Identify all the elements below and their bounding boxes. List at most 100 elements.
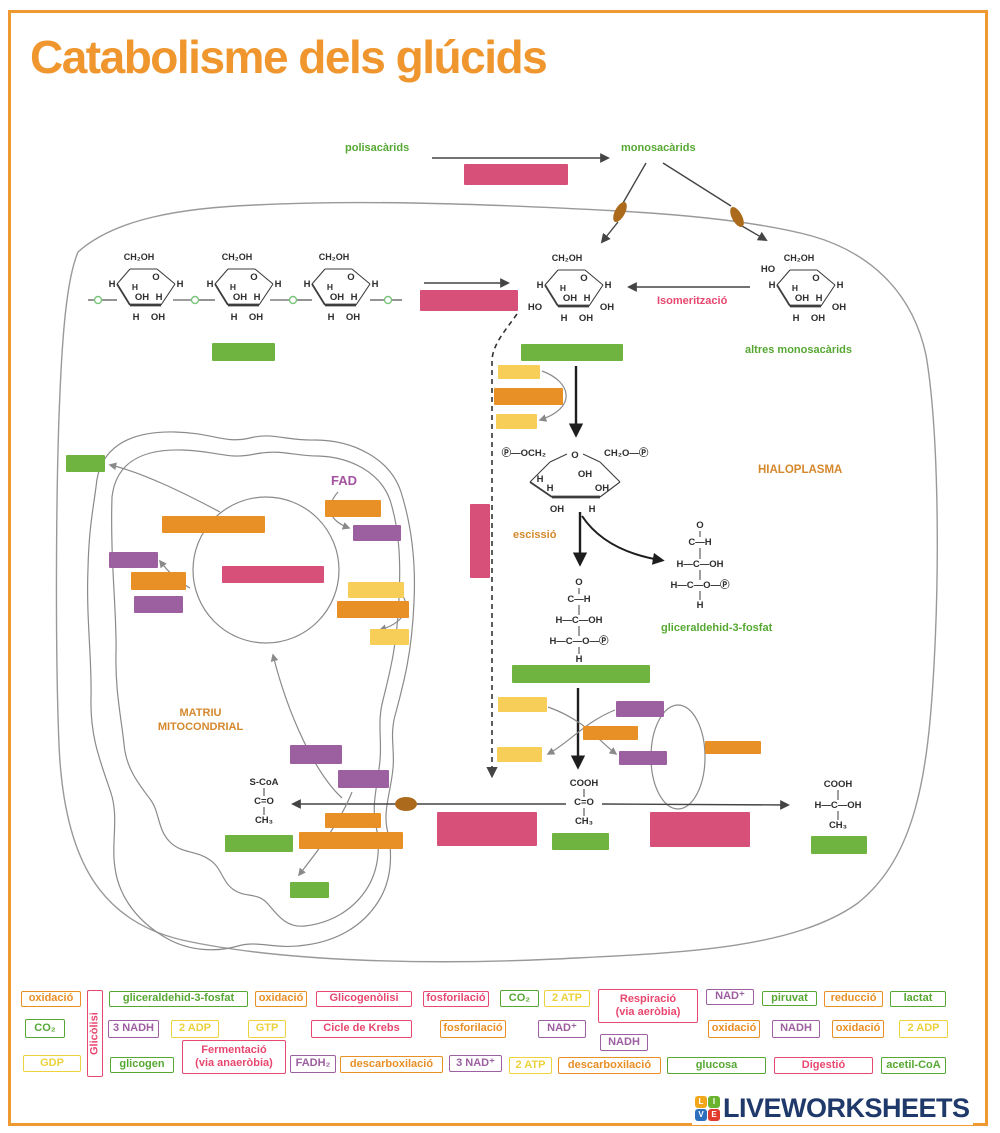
answer-blank-yellow[interactable] (348, 582, 404, 598)
word-bank-item-cicle-de-krebs[interactable]: Cicle de Krebs (311, 1020, 412, 1038)
answer-blank-orange[interactable] (325, 813, 381, 828)
chem-label: COOH (570, 778, 599, 789)
answer-blank-orange[interactable] (494, 388, 563, 405)
word-bank-item-acetil-coa[interactable]: acetil-CoA (881, 1057, 946, 1074)
answer-blank-purple[interactable] (134, 596, 183, 613)
word-bank-item-descarboxilació[interactable]: descarboxilació (340, 1056, 443, 1073)
answer-blank-green[interactable] (212, 343, 275, 361)
cell-membrane (55, 201, 938, 963)
chem-label: CH₂OH (784, 253, 815, 263)
answer-blank-orange[interactable] (131, 572, 186, 590)
chem-label: H (560, 283, 566, 293)
answer-blank-orange[interactable] (299, 832, 403, 849)
answer-blank-yellow[interactable] (496, 414, 537, 429)
word-bank-item-fadh₂[interactable]: FADH₂ (290, 1055, 336, 1073)
word-bank-item-piruvat[interactable]: piruvat (762, 991, 817, 1006)
answer-blank-green[interactable] (290, 882, 329, 898)
chem-label: C=O (574, 797, 594, 808)
word-bank-item-2-atp[interactable]: 2 ATP (509, 1057, 552, 1074)
word-bank-item-2-adp[interactable]: 2 ADP (171, 1020, 219, 1038)
answer-blank-green[interactable] (811, 836, 867, 854)
answer-blank-purple[interactable] (290, 745, 342, 764)
answer-blank-purple[interactable] (353, 525, 401, 541)
answer-blank-pink[interactable] (222, 566, 324, 583)
answer-blank-purple[interactable] (338, 770, 389, 788)
word-bank-item-oxidació[interactable]: oxidació (832, 1020, 884, 1038)
answer-blank-orange[interactable] (162, 516, 265, 533)
answer-blank-pink[interactable] (464, 164, 568, 185)
answer-blank-green[interactable] (225, 835, 293, 852)
answer-blank-orange[interactable] (337, 601, 409, 618)
answer-blank-yellow[interactable] (497, 747, 542, 762)
answer-blank-green[interactable] (512, 665, 650, 683)
word-bank-item-gliceraldehid-3-fosfat[interactable]: gliceraldehid-3-fosfat (109, 991, 248, 1007)
word-bank-item-3-nad⁺[interactable]: 3 NAD⁺ (449, 1055, 502, 1072)
answer-blank-purple[interactable] (109, 552, 158, 568)
answer-blank-pink[interactable] (437, 812, 537, 846)
word-bank-item-oxidació[interactable]: oxidació (708, 1020, 760, 1038)
chem-bond (156, 268, 176, 285)
chem-bond (816, 269, 836, 286)
answer-blank-orange[interactable] (325, 500, 381, 517)
answer-blank-pink[interactable] (420, 290, 518, 311)
answer-blank-green[interactable] (521, 344, 623, 361)
chem-label: H (156, 292, 163, 303)
word-bank-item-fosforilació[interactable]: fosforilació (440, 1020, 506, 1038)
answer-blank-yellow[interactable] (498, 365, 540, 379)
word-bank-item-glicogen[interactable]: glicogen (110, 1057, 174, 1073)
answer-blank-orange[interactable] (705, 741, 761, 754)
word-bank-item-oxidació[interactable]: oxidació (21, 991, 81, 1007)
word-bank-item-co₂[interactable]: CO₂ (25, 1019, 65, 1038)
word-bank-item-2-atp[interactable]: 2 ATP (544, 990, 590, 1007)
word-bank-item-digestió[interactable]: Digestió (774, 1057, 873, 1074)
chem-label: O (575, 577, 582, 588)
answer-blank-green[interactable] (66, 455, 105, 472)
word-bank-item-gtp[interactable]: GTP (248, 1020, 286, 1038)
chem-label: OH (811, 313, 825, 324)
chem-bond (599, 461, 621, 483)
word-bank-item-respiració-(via-aeròbia)[interactable]: Respiració(via aeròbia) (598, 989, 698, 1023)
word-bank-item-lactat[interactable]: lactat (890, 991, 946, 1007)
chem-label: CH₂OH (124, 252, 155, 262)
answer-blank-yellow[interactable] (370, 629, 409, 645)
word-bank-item-oxidació[interactable]: oxidació (255, 991, 307, 1007)
reaction-arrows (291, 153, 790, 810)
word-bank-item-nad⁺[interactable]: NAD⁺ (706, 989, 754, 1005)
word-bank-item-fermentació-(via-anaeròbia)[interactable]: Fermentació(via anaeròbia) (182, 1040, 286, 1074)
word-bank-item-reducció[interactable]: reducció (824, 991, 883, 1007)
chem-label: OH (579, 313, 593, 324)
word-bank-item-nadh[interactable]: NADH (772, 1020, 820, 1038)
word-bank-item-fosforilació[interactable]: fosforilació (423, 991, 489, 1007)
chem-label: H (109, 279, 116, 290)
chem-bond (549, 453, 568, 463)
word-bank-item-descarboxilació[interactable]: descarboxilació (558, 1057, 661, 1074)
answer-blank-pink[interactable] (650, 812, 750, 847)
word-bank-item-glicogenòlisi[interactable]: Glicogenòlisi (316, 991, 412, 1007)
word-bank-item-nadh[interactable]: NADH (600, 1034, 648, 1051)
diagram-label-isomeritzacio: Isomerització (657, 295, 728, 307)
word-bank-item-glicòlisi[interactable]: Glicòlisi (87, 990, 103, 1077)
chem-bond (258, 283, 274, 306)
glycosidic-o-icon (383, 295, 393, 305)
word-bank-item-nad⁺[interactable]: NAD⁺ (538, 1020, 586, 1038)
word-bank-item-glucosa[interactable]: glucosa (667, 1057, 766, 1074)
answer-blank-pink[interactable] (470, 504, 490, 578)
chem-label: H (792, 283, 798, 293)
glycosidic-o-icon (288, 295, 298, 305)
word-bank-item-2-adp[interactable]: 2 ADP (899, 1020, 948, 1038)
answer-blank-purple[interactable] (616, 701, 664, 717)
answer-blank-purple[interactable] (619, 751, 667, 765)
chem-label: CH₂OH (319, 252, 350, 262)
word-bank-item-co₂[interactable]: CO₂ (500, 990, 539, 1007)
chem-label: O (696, 520, 703, 531)
chem-bond (355, 283, 371, 306)
word-bank-item-gdp[interactable]: GDP (23, 1055, 81, 1072)
logo-block-E: E (708, 1108, 720, 1121)
answer-blank-orange[interactable] (583, 726, 638, 740)
answer-blank-green[interactable] (552, 833, 609, 850)
krebs-cycle-circle (192, 496, 340, 644)
word-bank-item-3-nadh[interactable]: 3 NADH (108, 1020, 159, 1038)
answer-blank-yellow[interactable] (498, 697, 547, 712)
